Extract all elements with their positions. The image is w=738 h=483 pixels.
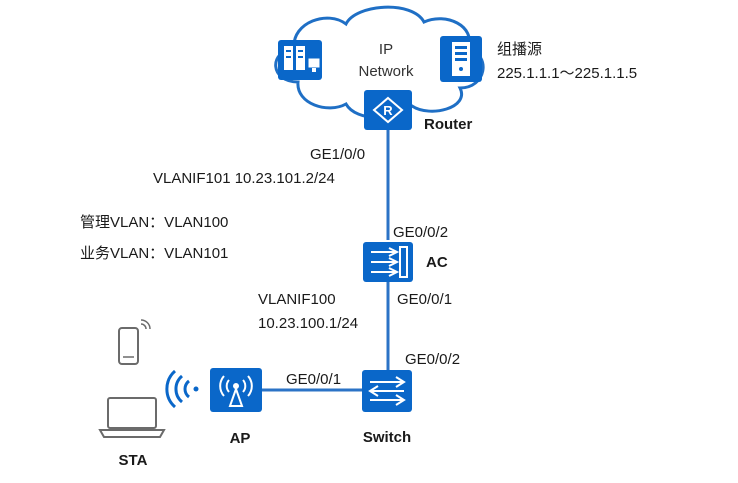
ac-vlanif100: VLANIF100 [258,291,336,308]
router-port-ge1-0-0: GE1/0/0 [310,146,365,163]
ap-label: AP [230,430,251,447]
ac-port-ge0-0-1: GE0/0/1 [397,291,452,308]
ac-label: AC [426,254,448,271]
phone-icon [118,319,151,365]
ap-icon [210,368,262,412]
mgmt-vlan-text: 管理VLAN：VLAN100 [80,214,228,231]
cloud-label-line1: IP [379,41,393,58]
ac-icon [363,242,413,282]
switch-icon [362,370,412,412]
service-vlan-text: 业务VLAN：VLAN101 [80,245,228,262]
ac-port-ge0-0-2: GE0/0/2 [393,224,448,241]
router-vlanif101: VLANIF101 10.23.101.2/24 [153,170,335,187]
wifi-signal-icon [165,369,199,409]
svg-text:R: R [383,103,393,118]
multicast-source-range: 225.1.1.1～225.1.1.5 [497,65,637,82]
server-cluster-icon [278,40,322,80]
laptop-icon [98,397,166,438]
router-label: Router [424,116,472,133]
ac-vlanif100-ip: 10.23.100.1/24 [258,315,358,332]
multicast-source-title: 组播源 [497,41,542,58]
server-icon [440,36,482,82]
switch-port-ge0-0-2: GE0/0/2 [405,351,460,368]
router-icon: R [364,90,412,130]
cloud-label-line2: Network [358,63,414,80]
sta-label: STA [119,452,148,469]
switch-label: Switch [363,429,411,446]
switch-port-ge0-0-1: GE0/0/1 [286,371,341,388]
